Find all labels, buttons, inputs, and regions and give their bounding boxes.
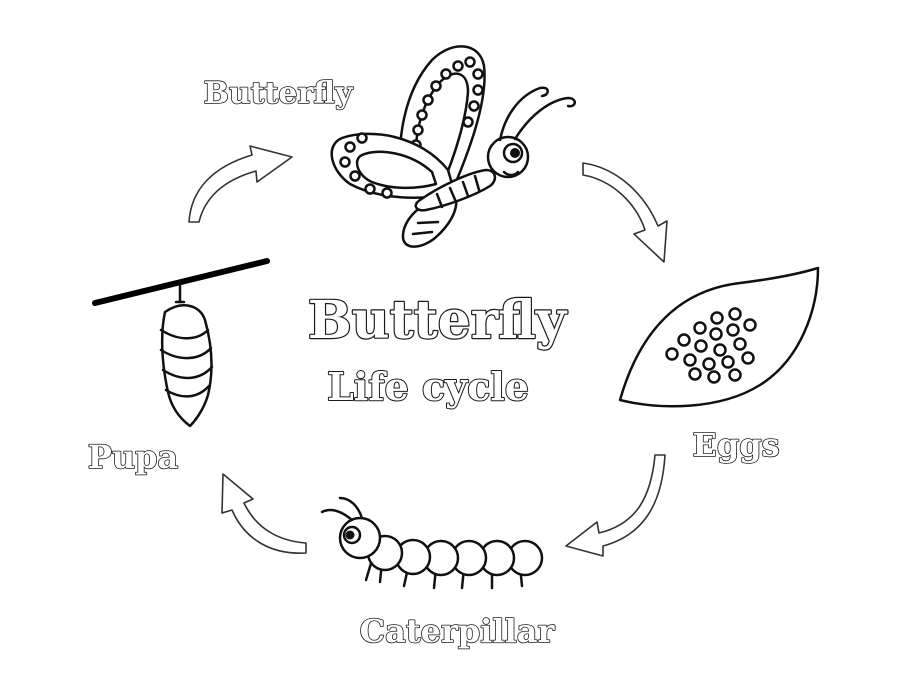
cycle-arrow-pupa-to-butterfly [188,145,293,223]
butterfly-antennae [498,86,576,142]
stage-label-eggs: Eggs [692,426,779,464]
stage-label-caterpillar: Caterpillar [360,612,556,650]
cycle-arrow-eggs-to-caterpillar [565,454,666,557]
diagram-title-line1: Butterfly [308,290,568,351]
caterpillar-illustration [320,496,544,590]
eggs-on-leaf-illustration [618,266,820,408]
egg-cluster [665,307,757,384]
chrysalis [159,304,214,428]
butterfly-head [486,135,530,179]
butterfly-lower-wing [330,132,457,199]
cycle-arrow-butterfly-to-eggs [582,162,668,263]
caterpillar-legs [364,558,524,590]
butterfly-body [414,168,497,212]
butterfly-eye-icon [510,148,520,158]
stage-label-pupa: Pupa [88,438,178,476]
caterpillar-eye-icon [345,530,355,540]
pupa-illustration [92,258,270,428]
diagram-title-line2: Life cycle [327,364,529,409]
butterfly-illustration [330,45,576,248]
caterpillar-antennae [320,496,364,522]
lower-wing-dots [339,132,393,199]
stage-label-butterfly: Butterfly [203,76,354,111]
cycle-arrow-caterpillar-to-pupa [221,473,307,554]
